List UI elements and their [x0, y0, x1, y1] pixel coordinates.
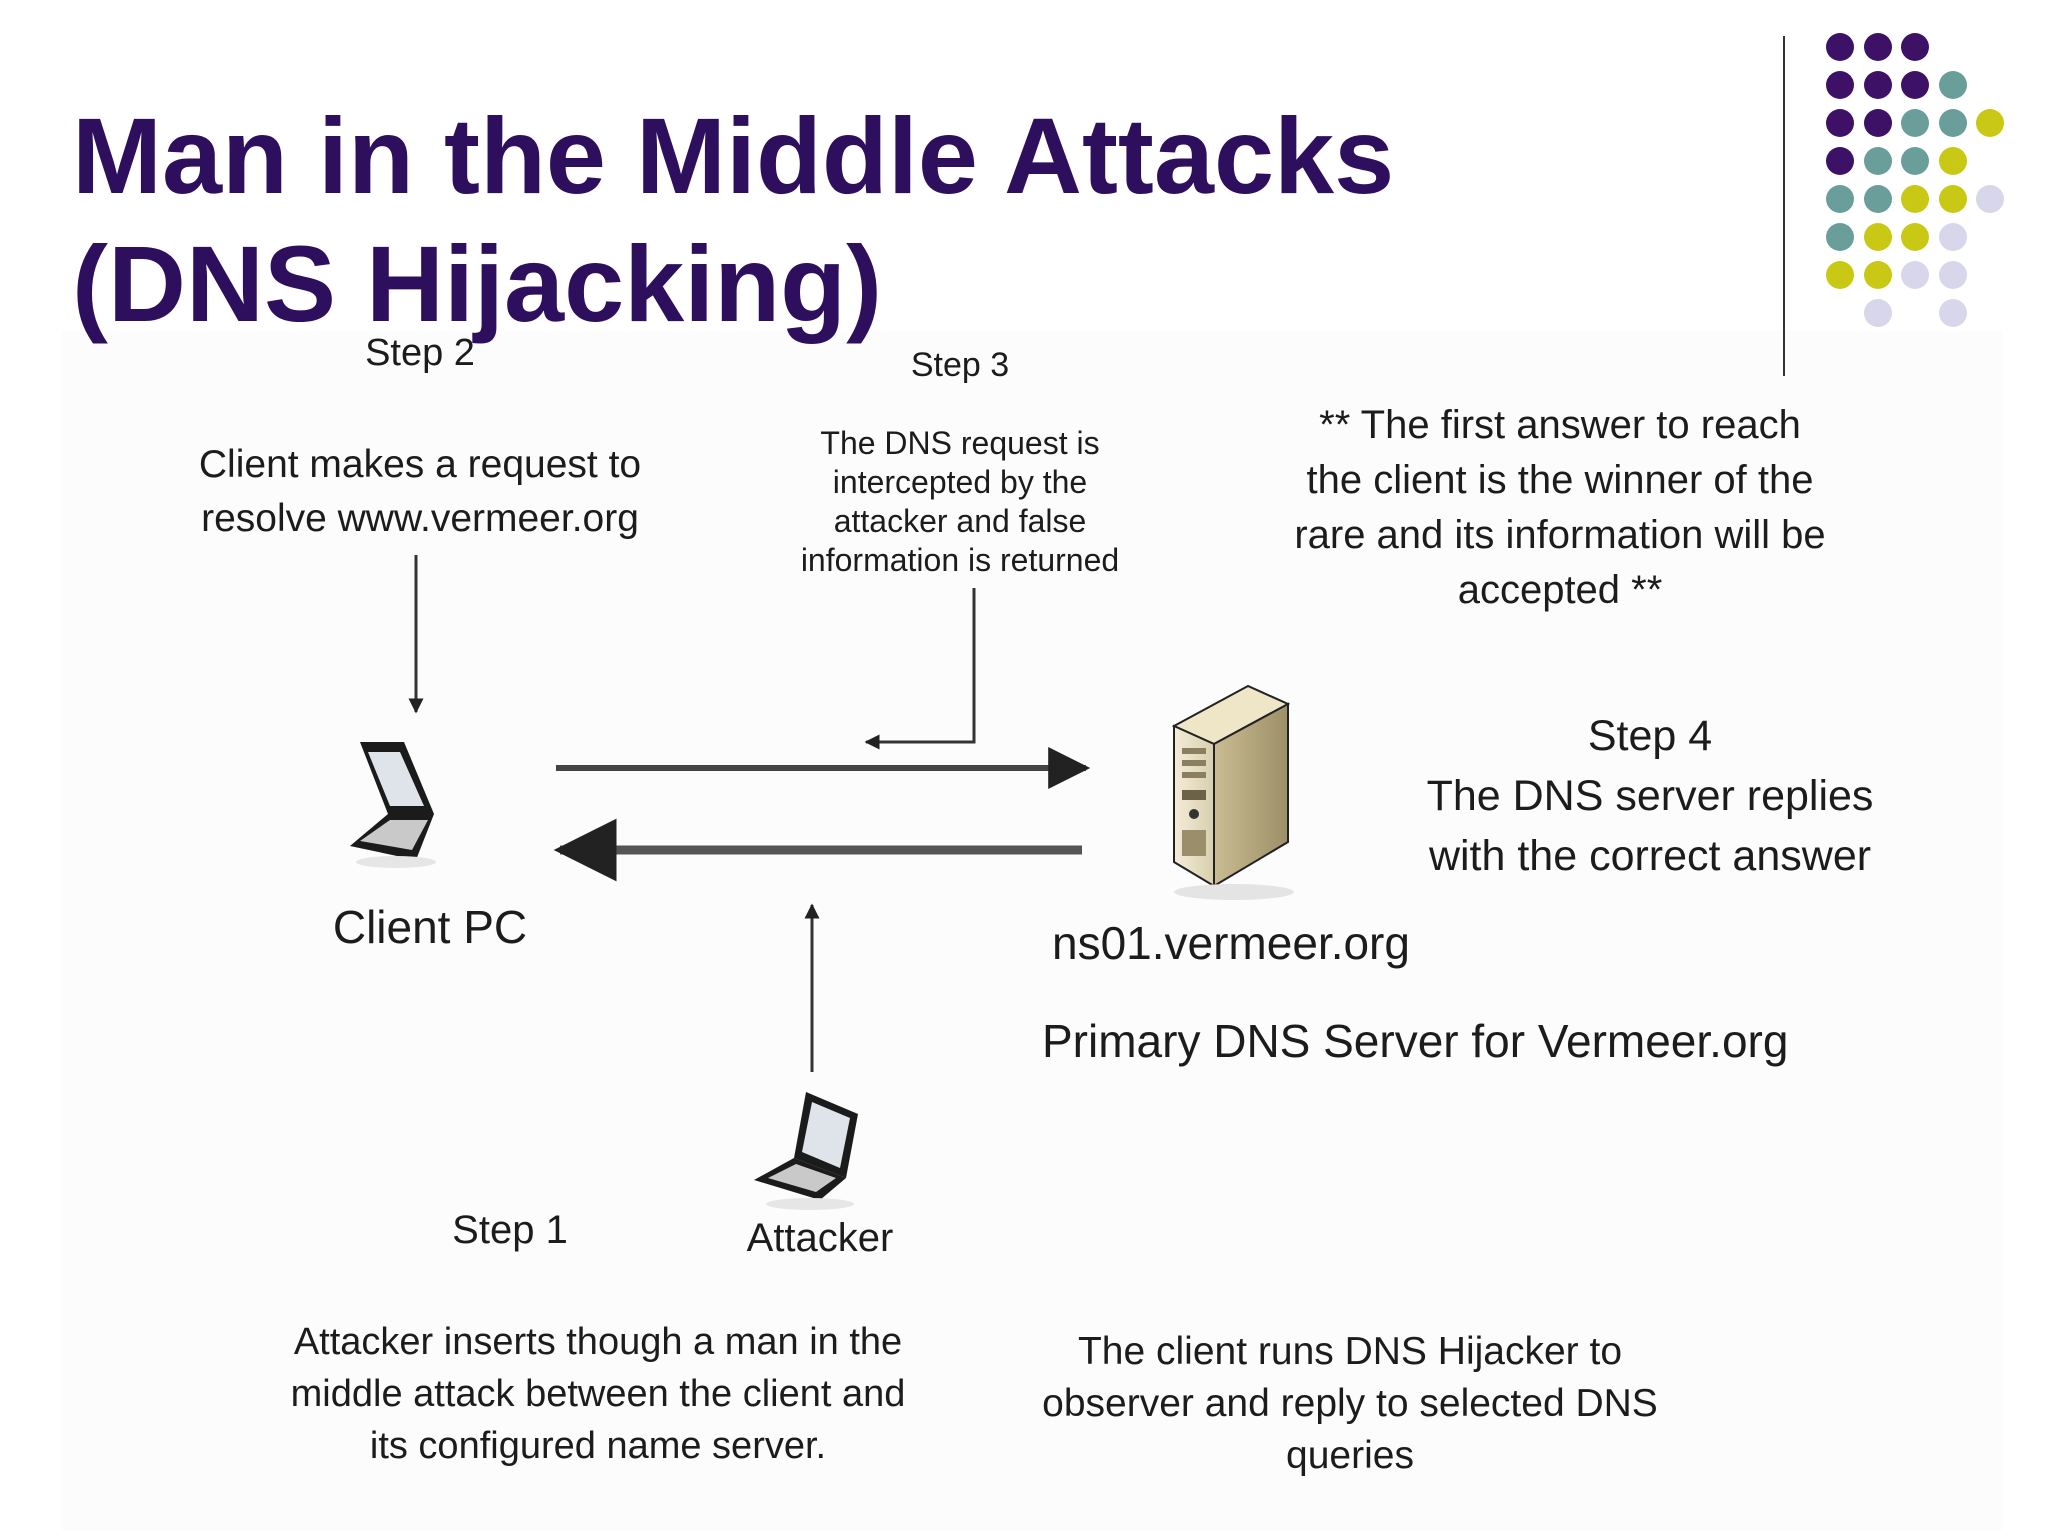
step4-line: The DNS server replies: [1426, 772, 1874, 820]
server-hostname: ns01.vermeer.org: [1052, 917, 1410, 969]
note-line: rare and its information will be: [1294, 513, 1826, 557]
decorative-dot: [1901, 109, 1929, 137]
hijacker-note: The client runs DNS Hijacker to observer…: [990, 1326, 1710, 1482]
decorative-dot: [1938, 71, 1967, 99]
step3-label: Step 3: [910, 346, 1010, 384]
step2-description: Client makes a request to resolve www.ve…: [140, 438, 700, 546]
hijacker-line: The client runs DNS Hijacker to: [1077, 1330, 1623, 1373]
decorative-dot: [1826, 109, 1854, 137]
step3-line: The DNS request is: [820, 425, 1100, 461]
step3-line: attacker and false: [833, 503, 1087, 539]
client-pc-label: Client PC: [332, 901, 528, 953]
decorative-dot: [1826, 147, 1854, 175]
step4-description: Step 4 The DNS server replies with the c…: [1390, 706, 1910, 886]
decorative-dot: [1863, 33, 1892, 61]
step3-line: intercepted by the: [832, 464, 1088, 500]
attacker-label: Attacker: [746, 1216, 894, 1260]
step2-label: Step 2: [365, 332, 475, 374]
step4-label: Step 4: [1587, 712, 1713, 760]
decorative-dot: [1863, 299, 1892, 327]
decorative-dot: [1901, 261, 1929, 289]
decorative-dot: [1976, 185, 2004, 213]
decorative-dot: [1863, 109, 1892, 137]
hijacker-line: queries: [1286, 1434, 1414, 1477]
attacker-laptop-icon: [754, 1092, 858, 1210]
note-line: the client is the winner of the: [1306, 458, 1814, 502]
decorative-dot: [1863, 223, 1892, 251]
decorative-dot: [1938, 261, 1967, 289]
decorative-dot: [1938, 109, 1967, 137]
decorative-dot: [1901, 223, 1929, 251]
decorative-dot: [1826, 261, 1854, 289]
decorative-dot: [1863, 147, 1892, 175]
step1-line: Attacker inserts though a man in the: [293, 1321, 903, 1363]
hijacker-line: observer and reply to selected DNS: [1042, 1382, 1658, 1425]
step3-line: information is returned: [800, 542, 1120, 578]
step1-line: middle attack between the client and: [290, 1373, 906, 1415]
client-laptop-icon: [350, 742, 436, 868]
decorative-dot: [1863, 71, 1892, 99]
decorative-dot: [1976, 109, 2004, 137]
decorative-dot: [1938, 147, 1967, 175]
decorative-dot: [1938, 299, 1967, 327]
note-line: ** The first answer to reach: [1319, 403, 1801, 447]
decorative-dot: [1901, 33, 1929, 61]
decorative-dot: [1901, 185, 1929, 213]
decorative-dot: [1826, 185, 1854, 213]
step1-line: its configured name server.: [369, 1425, 827, 1467]
decorative-dot: [1826, 33, 1854, 61]
decorative-dot: [1901, 71, 1929, 99]
step1-label: Step 1: [452, 1208, 568, 1252]
title-line-2: (DNS Hijacking): [72, 223, 883, 344]
decorative-dot: [1938, 223, 1967, 251]
diagram-background: [62, 330, 2002, 1530]
first-answer-note: ** The first answer to reach the client …: [1230, 398, 1890, 618]
step3-description: The DNS request is intercepted by the at…: [740, 424, 1180, 580]
decorative-dot: [1938, 185, 1967, 213]
step2-line: Client makes a request to: [198, 443, 642, 486]
note-line: accepted **: [1457, 568, 1663, 612]
decorative-dot: [1826, 223, 1854, 251]
step3-arrow: [864, 588, 976, 750]
decorative-dot: [1901, 147, 1929, 175]
decorative-dot: [1863, 185, 1892, 213]
step4-line: with the correct answer: [1428, 832, 1872, 880]
title-line-1: Man in the Middle Attacks: [72, 95, 1395, 216]
server-description: Primary DNS Server for Vermeer.org: [1042, 1015, 1789, 1067]
decorative-dot: [1863, 261, 1892, 289]
decorative-dot: [1826, 71, 1854, 99]
title-divider: [1783, 36, 1785, 376]
slide-title: Man in the Middle Attacks (DNS Hijacking…: [72, 92, 1772, 348]
step2-line: resolve www.vermeer.org: [201, 497, 639, 540]
dns-server-icon: [1171, 684, 1294, 900]
step1-description: Attacker inserts though a man in the mid…: [218, 1316, 978, 1472]
